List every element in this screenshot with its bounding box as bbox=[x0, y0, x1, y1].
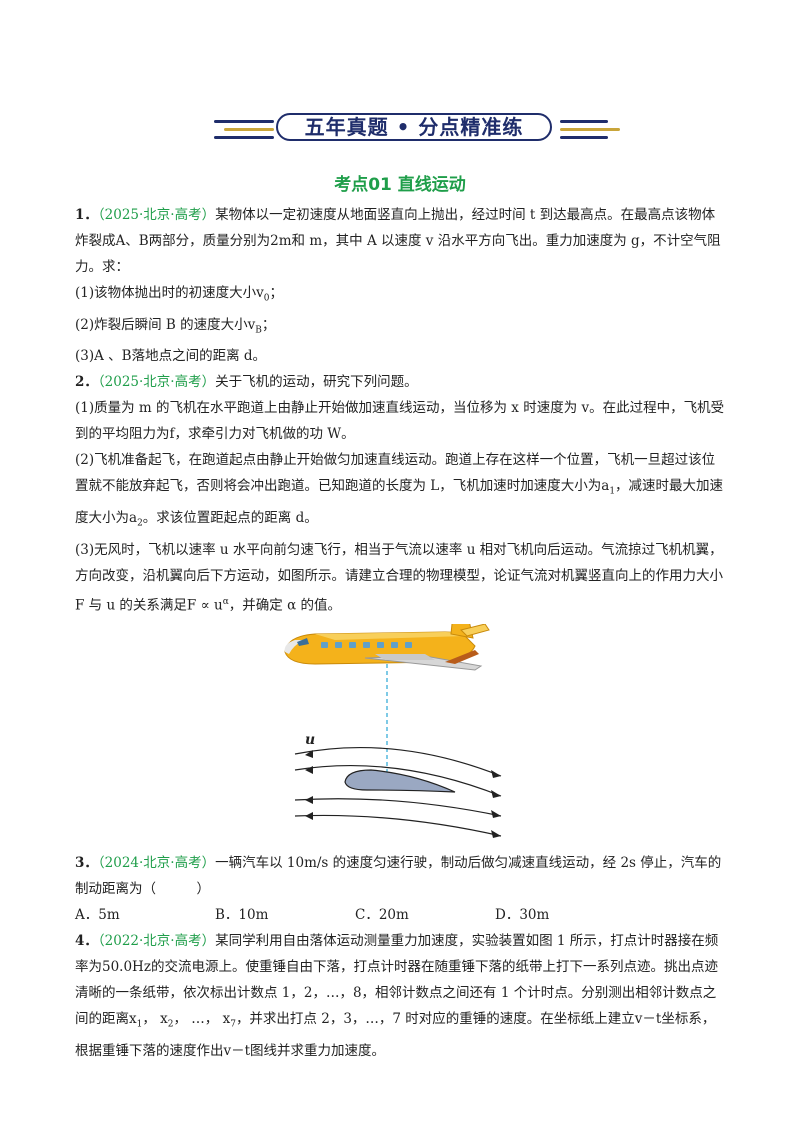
question-2-part-3: (3)无风时，飞机以速率 u 水平向前匀速飞行，相当于气流以速率 u 相对飞机向… bbox=[75, 537, 725, 619]
question-source: （2024·北京·高考） bbox=[97, 855, 216, 872]
question-number: 1． bbox=[75, 207, 98, 223]
subscript: B bbox=[255, 325, 262, 336]
part-text: ，并确定 α 的值。 bbox=[228, 597, 341, 614]
part-text: 。求该位置距起点的距离 d。 bbox=[142, 510, 318, 527]
wing-airfoil bbox=[344, 769, 456, 793]
question-stem: 一辆汽车以 10m/s 的速度匀速行驶，制动后做匀减速直线运动，经 2s 停止，… bbox=[75, 855, 722, 898]
question-stem: 某物体以一定初速度从地面竖直向上抛出，经过时间 t 到达最高点。在最高点该物体炸… bbox=[75, 207, 721, 275]
stem-text: ，并求出打点 2，3，…，7 时对应的重锤的速度。在坐标纸上建立v－t坐标系，根… bbox=[75, 1011, 716, 1059]
subscript: 7 bbox=[230, 1019, 236, 1030]
airflow-arrowheads bbox=[305, 750, 501, 839]
subscript: 1 bbox=[609, 487, 616, 498]
stem-text: ， x bbox=[142, 1011, 168, 1028]
question-number: 3． bbox=[75, 855, 98, 872]
superscript: α bbox=[222, 596, 229, 607]
part-text: (1)该物体抛出时的初速度大小v bbox=[75, 285, 264, 301]
question-1-part-1: (1)该物体抛出时的初速度大小v0； bbox=[75, 280, 725, 312]
banner: 五年真题 • 分点精准练 bbox=[0, 112, 800, 146]
question-source: （2025·北京·高考） bbox=[97, 207, 216, 223]
question-3: 3．（2024·北京·高考）一辆汽车以 10m/s 的速度匀速行驶，制动后做匀减… bbox=[75, 850, 725, 902]
question-1-part-3: (3)A 、B落地点之间的距离 d。 bbox=[75, 348, 267, 365]
subscript: 2 bbox=[137, 518, 143, 529]
part-text: (2)飞机准备起飞，在跑道起点由静止开始做匀加速直线运动。跑道上存在这样一个位置… bbox=[75, 452, 716, 495]
question-1: 1．（2025·北京·高考）某物体以一定初速度从地面竖直向上抛出，经过时间 t … bbox=[75, 202, 725, 280]
banner-title: 五年真题 • 分点精准练 bbox=[276, 113, 552, 141]
option-b[interactable]: B．10m bbox=[215, 907, 269, 924]
part-text-end: ； bbox=[269, 285, 283, 301]
airplane-illustration bbox=[284, 624, 490, 671]
question-number: 2． bbox=[75, 374, 98, 391]
question-4: 4．（2022·北京·高考）某同学利用自由落体运动测量重力加速度，实验装置如图 … bbox=[75, 928, 725, 1064]
option-d[interactable]: D．30m bbox=[495, 907, 550, 924]
airplane-wing-diagram: u bbox=[284, 624, 502, 839]
question-2: 2．（2025·北京·高考）关于飞机的运动，研究下列问题。 bbox=[75, 369, 725, 395]
subscript: 2 bbox=[167, 1019, 174, 1030]
banner-right-bars bbox=[560, 120, 620, 144]
part-text: ，减速时最大加速度大小为a bbox=[75, 478, 724, 527]
question-1-part-2: (2)炸裂后瞬间 B 的速度大小vB； bbox=[75, 312, 725, 344]
velocity-label: u bbox=[305, 732, 315, 748]
part-text-end: ； bbox=[261, 316, 276, 333]
airflow-lines bbox=[294, 747, 502, 837]
question-number: 4． bbox=[75, 933, 98, 950]
document-body: 1．（2025·北京·高考）某物体以一定初速度从地面竖直向上抛出，经过时间 t … bbox=[75, 202, 725, 1064]
question-2-part-2: (2)飞机准备起飞，在跑道起点由静止开始做匀加速直线运动。跑道上存在这样一个位置… bbox=[75, 447, 725, 536]
question-2-part-1: (1)质量为 m 的飞机在水平跑道上由静止开始做加速直线运动，当位移为 x 时速… bbox=[75, 400, 725, 443]
stem-text: ， …， x bbox=[173, 1011, 231, 1028]
subscript: 0 bbox=[263, 293, 270, 304]
question-stem: 某同学利用自由落体运动测量重力加速度，实验装置如图 1 所示，打点计时器接在频率… bbox=[75, 933, 719, 1028]
part-text: (3)无风时，飞机以速率 u 水平向前匀速飞行，相当于气流以速率 u 相对飞机向… bbox=[75, 541, 723, 614]
option-c[interactable]: C．20m bbox=[355, 907, 409, 924]
question-source: （2025·北京·高考） bbox=[97, 374, 216, 391]
option-a[interactable]: A．5m bbox=[75, 907, 120, 924]
subscript: 1 bbox=[136, 1019, 143, 1030]
banner-left-bars bbox=[214, 120, 274, 144]
question-3-options: A．5m B．10m C．20m D．30m bbox=[75, 902, 725, 928]
question-stem: 关于飞机的运动，研究下列问题。 bbox=[215, 374, 418, 391]
airplane-wing-figure: u bbox=[75, 624, 725, 846]
part-text: (2)炸裂后瞬间 B 的速度大小v bbox=[75, 316, 256, 333]
question-source: （2022·北京·高考） bbox=[97, 933, 216, 950]
section-title: 考点01 直线运动 bbox=[334, 175, 466, 195]
